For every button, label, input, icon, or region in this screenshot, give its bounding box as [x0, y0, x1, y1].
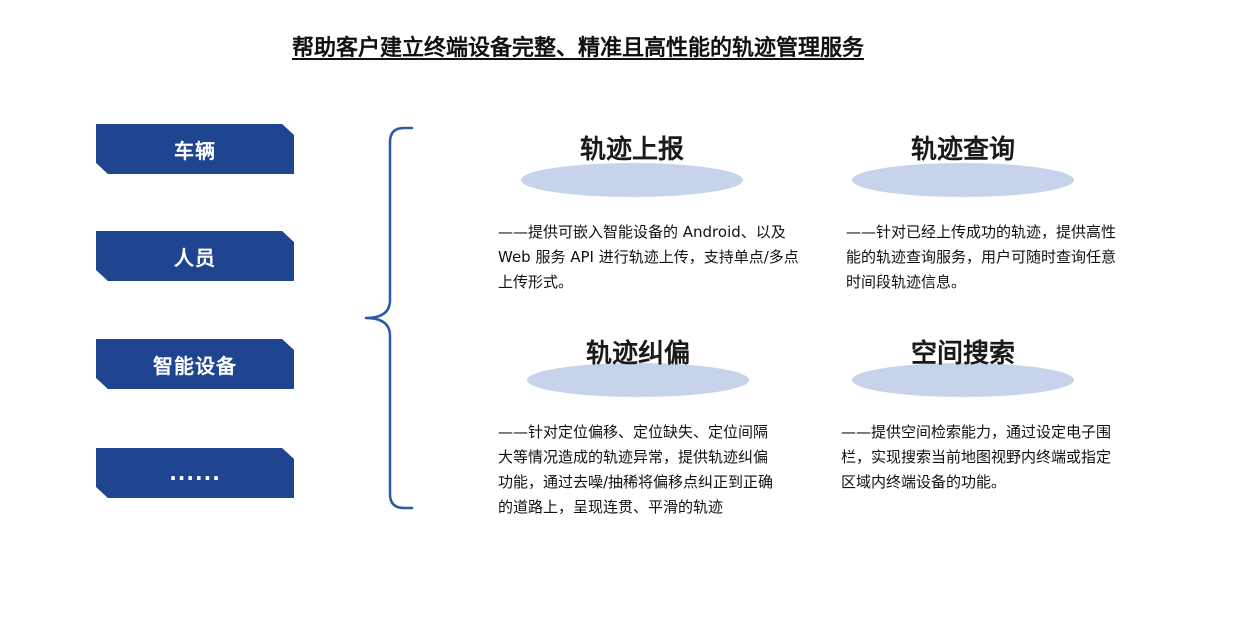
feature-desc-spatial-search: ——提供空间检索能力，通过设定电子围栏，实现搜索当前地图视野内终端或指定区域内终… [841, 423, 1112, 491]
feature-title-track-query: 轨迹查询 [910, 135, 1015, 165]
entity-box-smart-device: 智能设备 [96, 339, 294, 389]
entity-label: 车辆 [174, 138, 216, 163]
feature-desc-track-correction: ——针对定位偏移、定位缺失、定位间隔大等情况造成的轨迹异常，提供轨迹纠偏功能，通… [498, 423, 774, 516]
entity-box-person: 人员 [96, 231, 294, 281]
entity-box-more: ...... [96, 448, 294, 498]
entity-label: 人员 [174, 245, 216, 270]
entity-label: 智能设备 [153, 353, 237, 378]
feature-ellipse [852, 163, 1074, 197]
feature-title-track-upload: 轨迹上报 [579, 135, 684, 165]
entity-box-vehicle: 车辆 [96, 124, 294, 174]
entity-label: ...... [169, 461, 221, 485]
feature-title-track-correction: 轨迹纠偏 [585, 339, 690, 369]
feature-ellipse [527, 363, 749, 397]
feature-title-spatial-search: 空间搜索 [910, 339, 1015, 369]
feature-ellipse [852, 363, 1074, 397]
feature-ellipse [521, 163, 743, 197]
feature-desc-track-query: ——针对已经上传成功的轨迹，提供高性能的轨迹查询服务，用户可随时查询任意时间段轨… [846, 223, 1117, 291]
page-title: 帮助客户建立终端设备完整、精准且高性能的轨迹管理服务 [292, 35, 865, 61]
curly-brace-icon [364, 126, 414, 510]
feature-desc-track-upload: ——提供可嵌入智能设备的 Android、以及 Web 服务 API 进行轨迹上… [498, 223, 799, 291]
